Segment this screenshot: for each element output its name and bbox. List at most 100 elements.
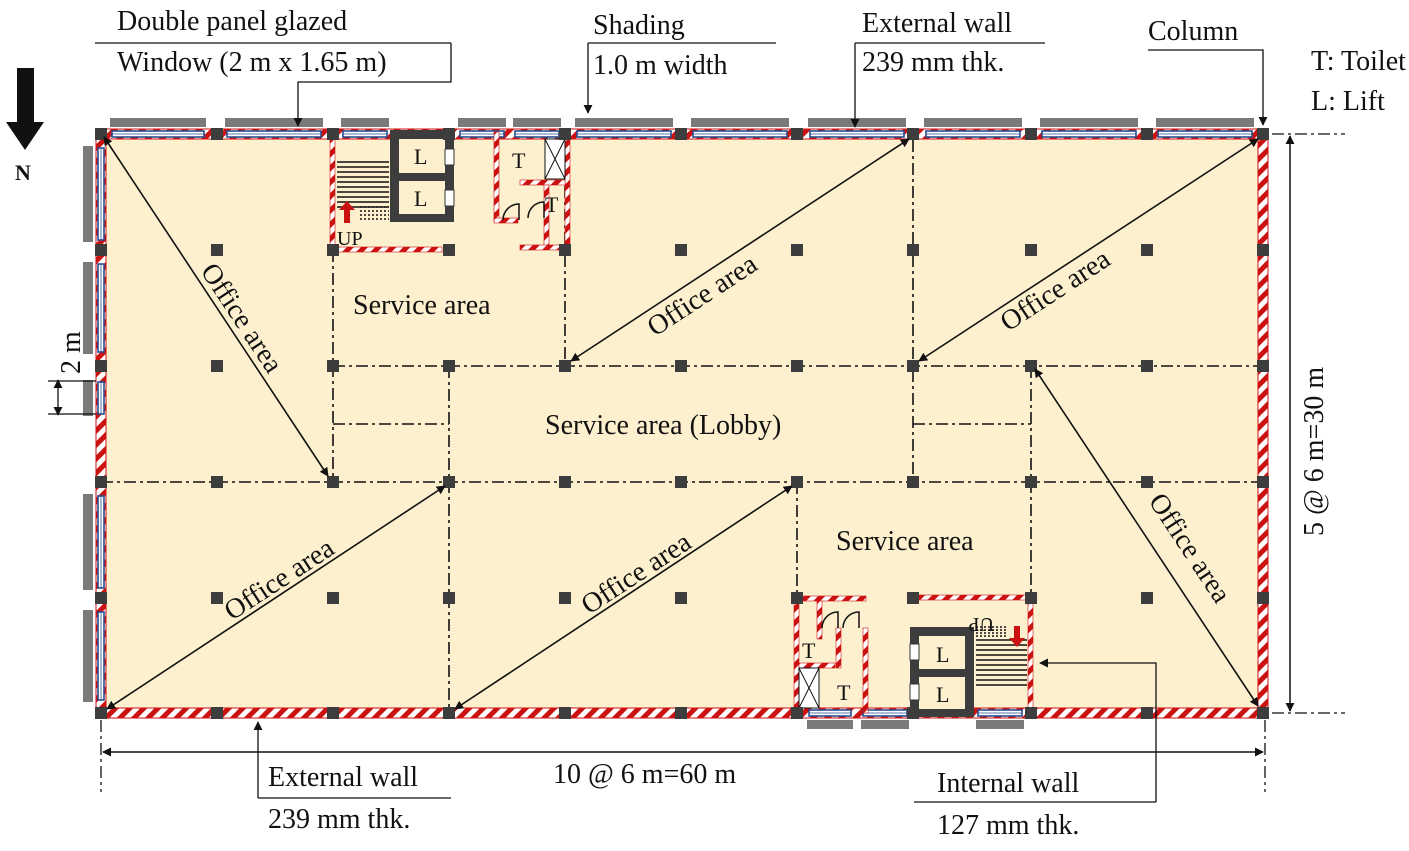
legend-lift: L: Lift	[1311, 86, 1385, 117]
column	[443, 592, 455, 604]
external-wall-top-line1: External wall	[862, 8, 1012, 39]
column	[211, 476, 223, 488]
column	[791, 128, 803, 140]
shading-device	[341, 118, 389, 127]
column	[791, 360, 803, 372]
internal-wall-line1: Internal wall	[937, 768, 1079, 799]
column	[95, 476, 107, 488]
column	[1025, 360, 1037, 372]
shading-device	[861, 720, 909, 729]
column	[559, 360, 571, 372]
column	[1257, 244, 1269, 256]
column	[95, 592, 107, 604]
column	[211, 360, 223, 372]
column	[327, 476, 339, 488]
internal-wall-line2: 127 mm thk.	[937, 810, 1079, 841]
column	[211, 244, 223, 256]
column	[95, 707, 107, 719]
window-annotation-line1: Double panel glazed	[117, 6, 347, 37]
shading-device	[807, 720, 853, 729]
annotations-bottom: External wall 239 mm thk. Internal wall …	[100, 133, 1345, 841]
north-arrow-icon	[6, 122, 44, 150]
window-annotation-line2: Window (2 m x 1.65 m)	[117, 47, 387, 78]
external-wall-bottom-line1: External wall	[268, 762, 418, 793]
column	[675, 360, 687, 372]
column	[559, 476, 571, 488]
column	[327, 128, 339, 140]
column	[1141, 128, 1153, 140]
column	[1141, 360, 1153, 372]
vertical-dimension-label: 5 @ 6 m=30 m	[1299, 367, 1330, 536]
column	[675, 244, 687, 256]
lift-label: L	[414, 144, 427, 169]
column	[791, 592, 803, 604]
column	[1257, 128, 1269, 140]
toilet-label: T	[545, 192, 559, 217]
column	[327, 360, 339, 372]
column	[1141, 707, 1153, 719]
north-arrow-shaft	[17, 68, 34, 125]
column	[907, 128, 919, 140]
column	[1257, 360, 1269, 372]
column	[443, 476, 455, 488]
shading-device	[458, 118, 506, 127]
toilet-core-north: T T	[493, 131, 571, 253]
service-area-label: Service area	[836, 526, 974, 557]
column	[791, 244, 803, 256]
shading-device	[83, 494, 93, 590]
column	[1141, 244, 1153, 256]
toilet-label: T	[802, 638, 816, 663]
toilet-core-south: T T	[793, 595, 869, 714]
column	[791, 707, 803, 719]
shading-device	[808, 118, 906, 127]
horizontal-dimension-label: 10 @ 6 m=60 m	[553, 759, 736, 790]
column	[95, 244, 107, 256]
column	[1141, 476, 1153, 488]
column	[559, 707, 571, 719]
north-label: N	[15, 160, 31, 185]
column	[1025, 476, 1037, 488]
shading-device	[575, 118, 673, 127]
column	[1141, 592, 1153, 604]
column	[559, 128, 571, 140]
column	[907, 360, 919, 372]
column	[1257, 707, 1269, 719]
column	[907, 707, 919, 719]
shading-device	[83, 380, 93, 416]
column	[443, 707, 455, 719]
column	[675, 476, 687, 488]
shading-device	[513, 118, 561, 127]
lift-label: L	[936, 682, 949, 707]
column	[907, 244, 919, 256]
column	[327, 244, 339, 256]
shading-device	[83, 262, 93, 354]
shading-device	[976, 720, 1024, 729]
column	[1025, 592, 1037, 604]
toilet-label: T	[837, 680, 851, 705]
column	[327, 592, 339, 604]
shading-annotation-line2: 1.0 m width	[593, 50, 728, 81]
shading-device	[225, 118, 323, 127]
shading-device	[1040, 118, 1138, 127]
column	[675, 128, 687, 140]
column	[559, 244, 571, 256]
shading-device	[924, 118, 1022, 127]
column	[1025, 244, 1037, 256]
column	[443, 360, 455, 372]
shading-annotation-line1: Shading	[593, 10, 685, 41]
shading-device	[1156, 118, 1254, 127]
service-area-label: Service area	[353, 290, 491, 321]
external-wall-top-line2: 239 mm thk.	[862, 47, 1004, 78]
column	[907, 476, 919, 488]
shading-device	[110, 118, 206, 127]
column	[443, 244, 455, 256]
shading-device	[83, 146, 93, 242]
shading-device	[691, 118, 789, 127]
column	[1257, 592, 1269, 604]
stairs-up-label: UP	[968, 613, 994, 635]
annotations-top: Double panel glazed Window (2 m x 1.65 m…	[6, 6, 1406, 185]
column	[559, 592, 571, 604]
column-annotation: Column	[1148, 16, 1238, 47]
column	[675, 707, 687, 719]
column	[1025, 128, 1037, 140]
